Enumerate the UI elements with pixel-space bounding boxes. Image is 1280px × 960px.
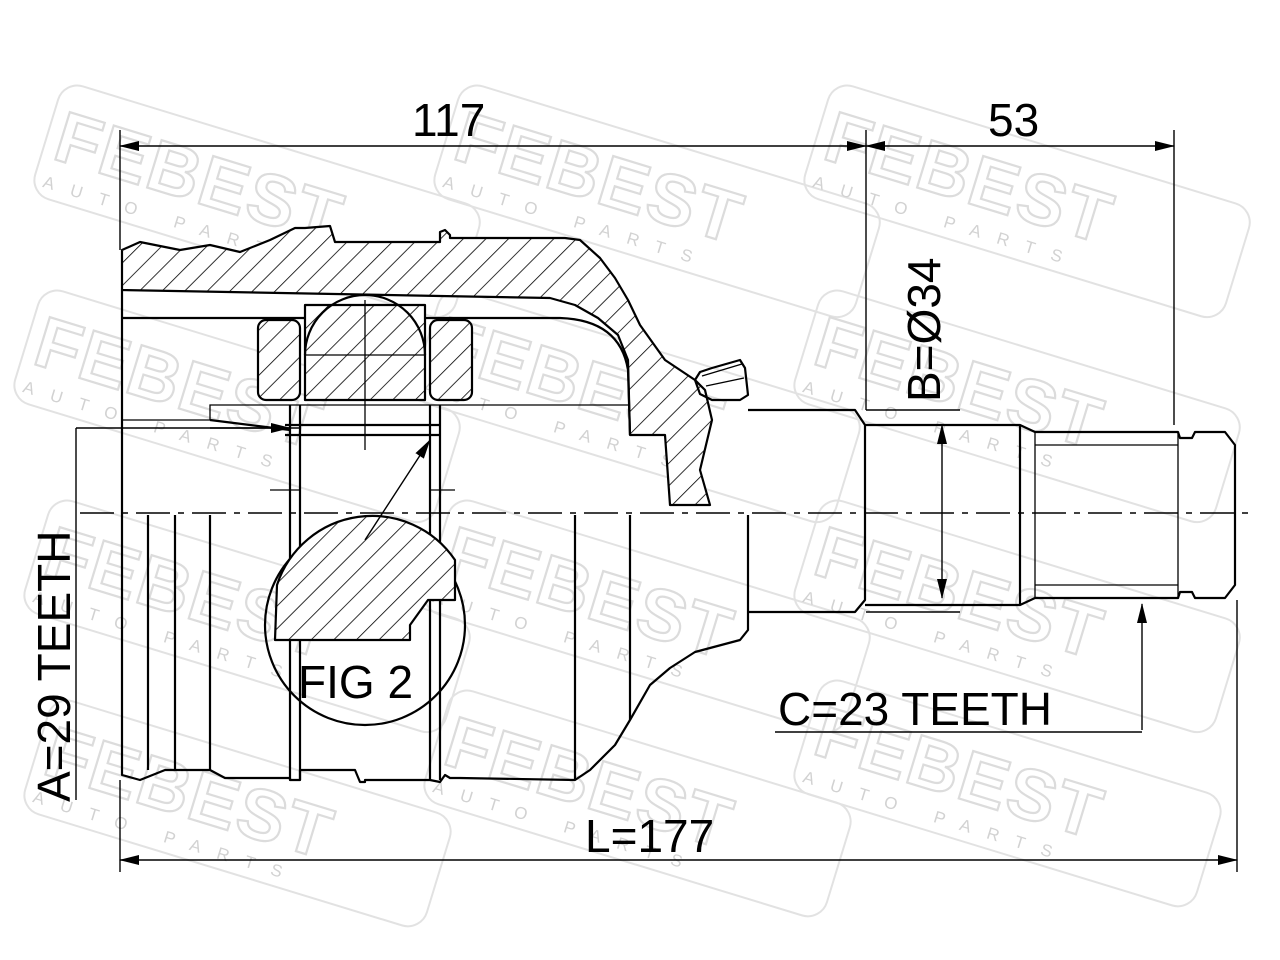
housing-lower-left-wall — [146, 515, 212, 770]
spider-bore — [285, 423, 440, 437]
dim-outer-teeth-label: A=29 TEETH — [28, 531, 80, 802]
fig2-leader-arrow — [364, 439, 431, 541]
shaft-body — [865, 423, 1237, 607]
fig2-label: FIG 2 — [298, 656, 413, 708]
roller-right-top — [428, 318, 474, 402]
shaft-spline-lines — [1034, 432, 1179, 598]
dim-inner-teeth-label: C=23 TEETH — [778, 683, 1052, 735]
watermark-group: FEBEST AUTO PARTS FEBEST AUTO PARTS FEBE… — [13, 84, 1251, 928]
housing-bore-outline — [122, 316, 632, 436]
fig2-detail-section — [273, 514, 457, 642]
dim-177-label: L=177 — [585, 810, 714, 862]
dim-117-label: 117 — [412, 94, 485, 146]
housing-lower-inner-outline — [573, 515, 632, 780]
boot-clamp-ring — [701, 363, 745, 387]
dim-diameter-label: B=Ø34 — [898, 258, 950, 403]
dim-53-label: 53 — [988, 94, 1039, 146]
tripod-arm-circle — [303, 293, 427, 356]
roller-left-top — [256, 318, 302, 402]
spider-inner-lines — [270, 435, 455, 515]
housing-bore-inner — [122, 404, 630, 421]
boot-clamp — [693, 358, 750, 402]
watermark-logo: FEBEST AUTO PARTS — [793, 289, 1241, 524]
watermark-logo: FEBEST AUTO PARTS — [23, 699, 452, 928]
